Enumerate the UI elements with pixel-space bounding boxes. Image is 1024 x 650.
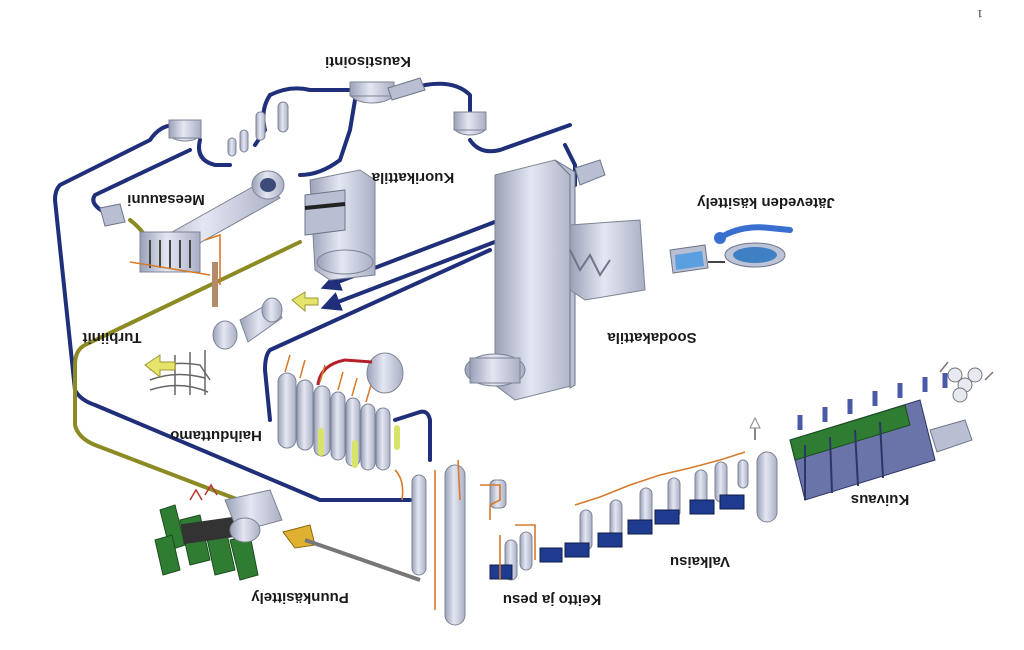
recovery-boiler xyxy=(464,159,646,401)
svg-text:Kuivaus: Kuivaus xyxy=(851,491,909,508)
causticizing-plant xyxy=(168,77,487,157)
svg-text:Haihduttamo: Haihduttamo xyxy=(170,427,262,444)
svg-text:Turbiinit: Turbiinit xyxy=(83,329,142,346)
page-mark: 1 xyxy=(977,7,983,21)
svg-text:Jäteveden käsittely: Jäteveden käsittely xyxy=(697,194,835,211)
evaporation-plant xyxy=(277,352,404,501)
bleaching-plant xyxy=(564,416,778,558)
label-soodakattila: Soodakattila xyxy=(607,329,697,346)
label-valkaisu: Valkaisu xyxy=(670,553,730,570)
drying-machine xyxy=(789,361,994,501)
label-kuivaus: Kuivaus xyxy=(851,491,909,508)
label-meesauuni: Meesauuni xyxy=(127,191,205,208)
cooking-and-washing xyxy=(411,459,563,626)
svg-text:1: 1 xyxy=(977,7,983,21)
turbines xyxy=(144,291,319,395)
svg-text:Valkaisu: Valkaisu xyxy=(670,553,730,570)
svg-text:Keitto ja pesu: Keitto ja pesu xyxy=(503,591,601,608)
svg-text:Meesauuni: Meesauuni xyxy=(127,191,205,208)
label-kaustisointi: Kaustisointi xyxy=(325,53,411,70)
wastewater-treatment xyxy=(669,224,793,274)
svg-text:Kuorikattila: Kuorikattila xyxy=(371,169,454,186)
bark-boiler xyxy=(304,169,376,281)
label-haihduttamo: Haihduttamo xyxy=(170,427,262,444)
wood-handling xyxy=(154,483,421,582)
svg-text:Soodakattila: Soodakattila xyxy=(607,329,697,346)
label-jateveden-kasittely: Jäteveden käsittely xyxy=(697,194,835,211)
svg-text:Kaustisointi: Kaustisointi xyxy=(325,53,411,70)
label-kuorikattila: Kuorikattila xyxy=(371,169,454,186)
lime-kiln xyxy=(99,170,285,307)
label-puunkasittely: Puunkäsittely xyxy=(251,589,349,606)
svg-text:Puunkäsittely: Puunkäsittely xyxy=(251,589,349,606)
label-keitto-ja-pesu: Keitto ja pesu xyxy=(503,591,601,608)
label-turbiinit: Turbiinit xyxy=(83,329,142,346)
